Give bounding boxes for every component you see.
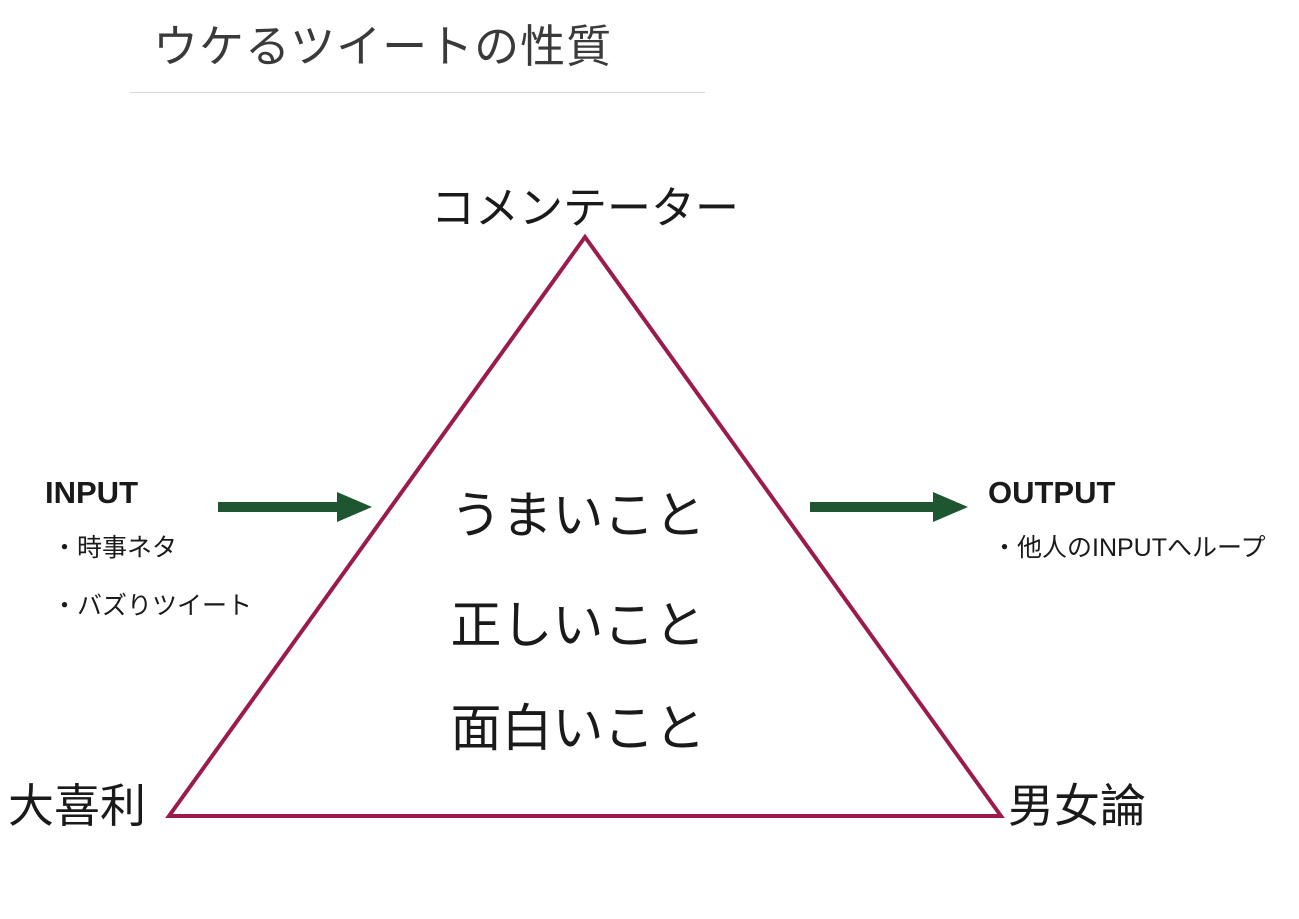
triangle-inner-line: うまいこと [450,487,706,544]
input-list-item: ・時事ネタ [52,534,178,562]
input-list-item: ・バズりツイート [52,592,253,620]
page-title: ウケるツイートの性質 [153,21,613,72]
triangle-inner-line: 正しいこと [450,597,706,654]
output-label: OUTPUT [988,475,1116,510]
title-divider [130,92,705,93]
triangle-apex-label: コメンテーター [431,184,739,233]
input-arrow-icon [218,492,372,522]
triangle-inner-line: 面白いこと [450,700,706,757]
triangle-bottom-right-label: 男女論 [1008,780,1146,832]
output-arrow-icon [810,492,968,522]
output-list-item: ・他人のINPUTへループ [992,534,1266,562]
triangle-bottom-left-label: 大喜利 [8,780,146,832]
input-label: INPUT [45,475,138,510]
triangle-shape [165,233,1005,818]
